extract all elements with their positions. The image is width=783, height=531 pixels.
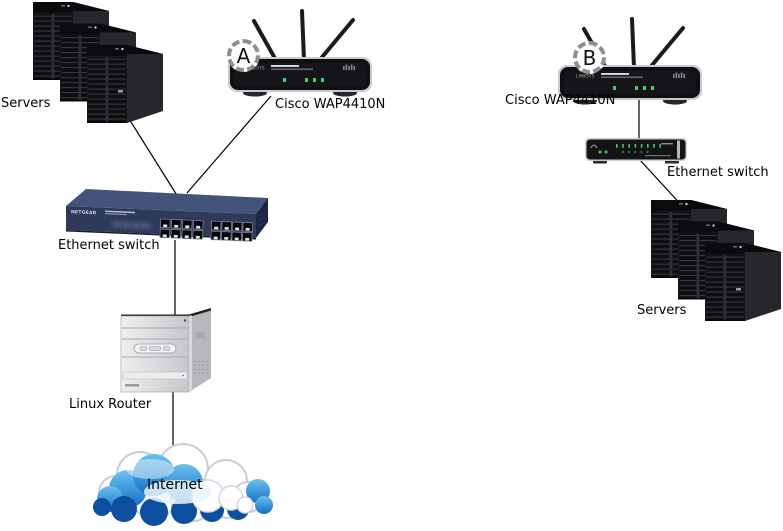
switch-side <box>256 198 268 238</box>
left-leds <box>598 150 608 154</box>
linksys-logo <box>590 144 598 149</box>
node-servers-left <box>33 2 165 126</box>
port-leds <box>616 144 661 148</box>
node-linux-router <box>118 308 214 396</box>
power-led <box>183 319 187 322</box>
label-linux-router: Linux Router <box>69 397 152 412</box>
label-wap-a: Cisco WAP4410N <box>275 97 386 112</box>
label-internet: Internet <box>147 477 203 493</box>
front-slot <box>122 371 188 380</box>
node-internet-cloud <box>88 439 273 531</box>
node-switch-left: NETGEAR <box>66 186 274 244</box>
side-logo <box>196 332 205 339</box>
edge-wap-a-to-switch-left <box>186 95 272 194</box>
side-vents <box>194 360 208 374</box>
switch-face <box>586 139 686 160</box>
front-details: NETGEAR <box>71 209 254 242</box>
label-servers-right: Servers <box>637 303 687 318</box>
badge-a: A <box>227 39 260 72</box>
edge-servers-left-to-switch-left <box>125 113 179 198</box>
pc-front <box>120 315 190 393</box>
label-wap-b: Cisco WAP4410N <box>505 93 616 108</box>
rack-switch-brand-text: NETGEAR <box>71 209 97 216</box>
label-switch-right: Ethernet switch <box>667 165 769 180</box>
label-servers-left: Servers <box>1 96 51 111</box>
pc-side <box>189 309 211 392</box>
badge-b: B <box>573 41 606 74</box>
pc-top-edge <box>121 308 211 317</box>
side-vents <box>257 211 267 227</box>
cloud-front <box>191 479 254 514</box>
front-pill-buttons <box>133 343 177 354</box>
switch-top <box>66 189 268 214</box>
node-switch-right <box>585 135 689 165</box>
label-switch-left: Ethernet switch <box>58 238 160 253</box>
pc-logo-mark <box>125 384 139 387</box>
